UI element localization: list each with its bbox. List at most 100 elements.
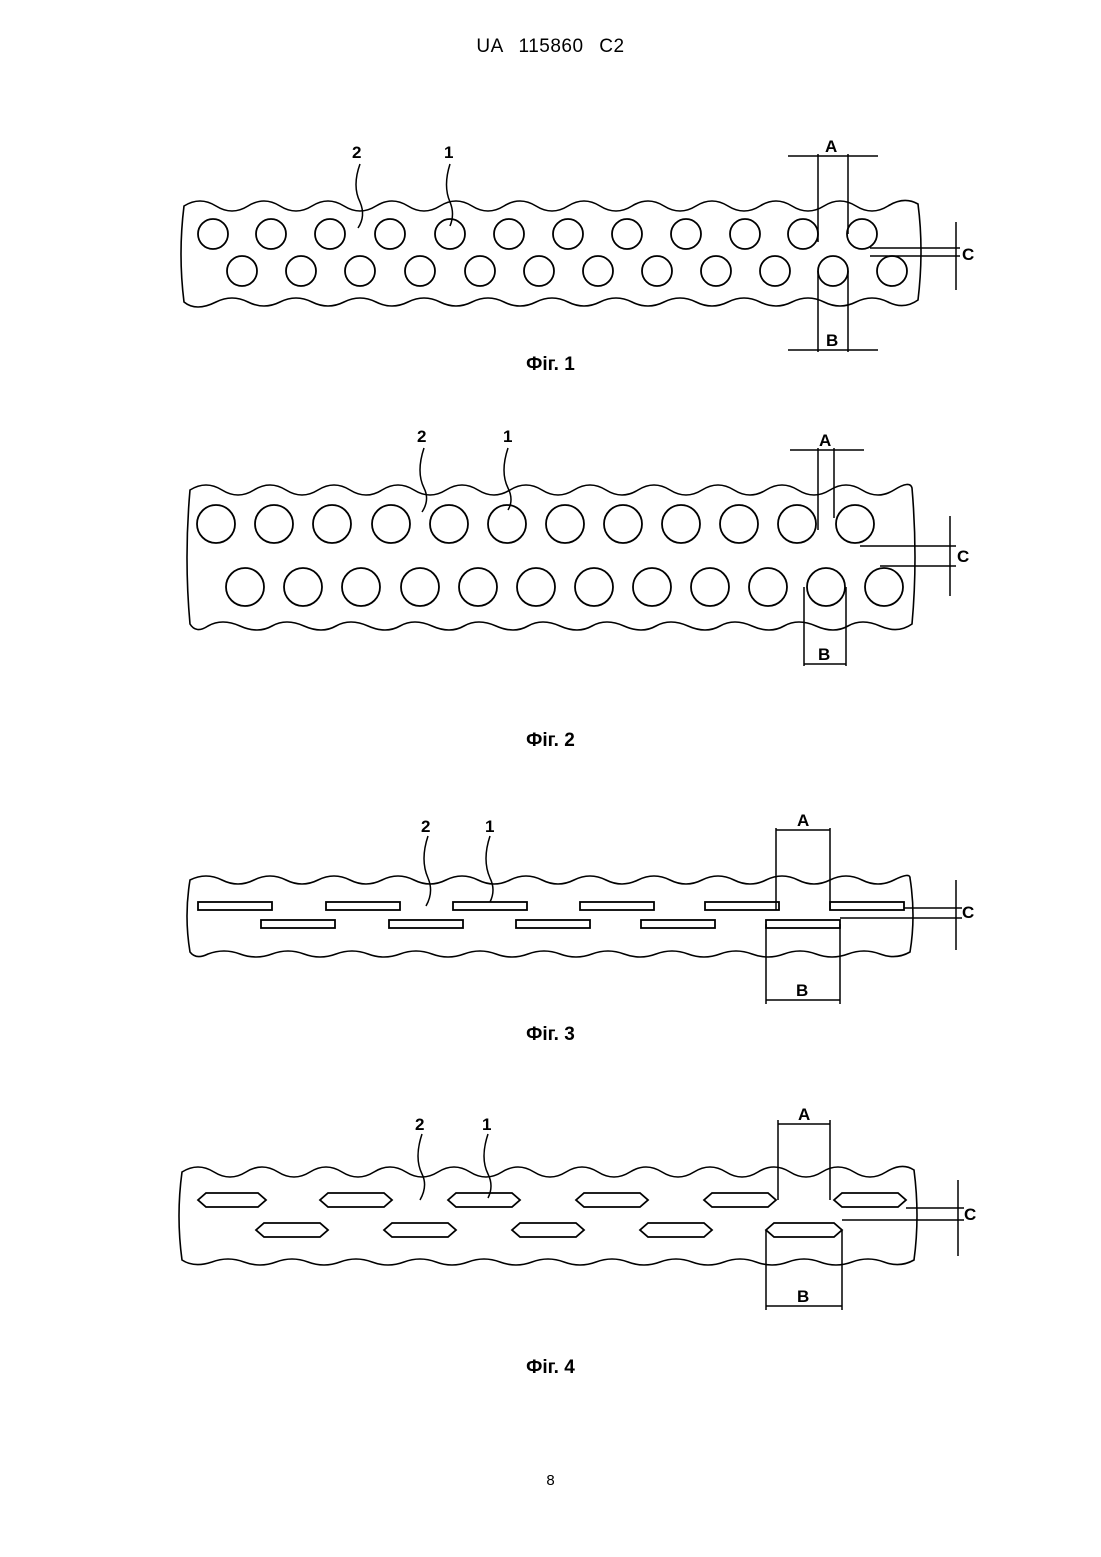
callout-hole: 1 <box>482 1115 491 1134</box>
hexagonal-slot <box>320 1193 392 1207</box>
figure-1-caption: Фіг. 1 <box>0 354 1101 376</box>
slot-hole <box>389 920 463 928</box>
round-hole <box>430 505 468 543</box>
round-hole <box>807 568 845 606</box>
hexagonal-slot <box>512 1223 584 1237</box>
round-hole <box>691 568 729 606</box>
patent-number-header: UA 115860 C2 <box>0 36 1101 58</box>
round-hole <box>435 219 465 249</box>
hole-row-top <box>197 505 874 543</box>
round-hole <box>836 505 874 543</box>
round-hole <box>604 505 642 543</box>
leader-line-strip <box>424 836 431 906</box>
leader-line-strip <box>420 448 427 512</box>
round-hole <box>345 256 375 286</box>
hole-row-bottom <box>226 568 903 606</box>
slot-hole <box>766 920 840 928</box>
perforated-strip <box>179 1166 917 1265</box>
round-hole <box>459 568 497 606</box>
callout-strip: 2 <box>417 427 426 446</box>
round-hole <box>255 505 293 543</box>
round-hole <box>612 219 642 249</box>
round-hole <box>730 219 760 249</box>
dimension-a <box>776 828 830 910</box>
callout-hole: 1 <box>503 427 512 446</box>
dimension-a-label: A <box>798 1105 810 1124</box>
round-hole <box>877 256 907 286</box>
round-hole <box>524 256 554 286</box>
page-number: 8 <box>0 1472 1101 1489</box>
round-hole <box>865 568 903 606</box>
hexagonal-slot <box>766 1223 842 1237</box>
slot-hole <box>705 902 779 910</box>
hexagonal-slot <box>198 1193 266 1207</box>
round-hole <box>720 505 758 543</box>
slot-row-bottom <box>261 920 840 928</box>
leader-line-strip <box>418 1134 425 1200</box>
dimension-b-label: B <box>797 1287 809 1306</box>
figure-1-drawing: 2 1 A B C <box>0 130 1101 360</box>
round-hole <box>760 256 790 286</box>
hexagonal-slot <box>576 1193 648 1207</box>
round-hole <box>315 219 345 249</box>
hexslot-row-top <box>198 1193 906 1207</box>
slot-hole <box>453 902 527 910</box>
figure-2-drawing: 2 1 A B C <box>0 420 1101 680</box>
leader-line-strip <box>356 164 363 228</box>
hexagonal-slot <box>448 1193 520 1207</box>
leader-line-hole <box>504 448 511 510</box>
round-hole <box>749 568 787 606</box>
round-hole <box>788 219 818 249</box>
round-hole <box>313 505 351 543</box>
round-hole <box>553 219 583 249</box>
round-hole <box>198 219 228 249</box>
hexagonal-slot <box>640 1223 712 1237</box>
dimension-a-label: A <box>825 137 837 156</box>
round-hole <box>256 219 286 249</box>
dimension-b-label: B <box>818 645 830 664</box>
slot-hole <box>261 920 335 928</box>
round-hole <box>662 505 700 543</box>
figure-4-caption: Фіг. 4 <box>0 1357 1101 1379</box>
round-hole <box>342 568 380 606</box>
hole-row-top <box>198 219 877 249</box>
hexagonal-slot <box>704 1193 776 1207</box>
perforated-strip <box>181 200 921 307</box>
dimension-c <box>842 1180 964 1256</box>
perforated-strip <box>187 875 913 957</box>
round-hole <box>197 505 235 543</box>
round-hole <box>372 505 410 543</box>
dimension-b-label: B <box>796 981 808 1000</box>
slot-hole <box>580 902 654 910</box>
hexslot-row-bottom <box>256 1223 842 1237</box>
hole-row-bottom <box>227 256 907 286</box>
figure-3-drawing: 2 1 A B C <box>0 810 1101 1010</box>
round-hole <box>546 505 584 543</box>
round-hole <box>701 256 731 286</box>
dimension-c <box>840 880 962 950</box>
round-hole <box>375 219 405 249</box>
round-hole <box>583 256 613 286</box>
dimension-c-label: C <box>957 547 969 566</box>
leader-line-hole <box>486 836 493 902</box>
callout-strip: 2 <box>415 1115 424 1134</box>
round-hole <box>488 505 526 543</box>
round-hole <box>642 256 672 286</box>
round-hole <box>286 256 316 286</box>
slot-hole <box>198 902 272 910</box>
slot-row-top <box>198 902 904 910</box>
round-hole <box>633 568 671 606</box>
round-hole <box>401 568 439 606</box>
slot-hole <box>516 920 590 928</box>
round-hole <box>847 219 877 249</box>
callout-hole: 1 <box>485 817 494 836</box>
hexagonal-slot <box>256 1223 328 1237</box>
callout-strip: 2 <box>421 817 430 836</box>
dimension-c-label: C <box>964 1205 976 1224</box>
figure-4-drawing: 2 1 A B C <box>0 1100 1101 1320</box>
round-hole <box>405 256 435 286</box>
callout-strip: 2 <box>352 143 361 162</box>
figure-2-caption: Фіг. 2 <box>0 730 1101 752</box>
callout-hole: 1 <box>444 143 453 162</box>
dimension-a-label: A <box>797 811 809 830</box>
